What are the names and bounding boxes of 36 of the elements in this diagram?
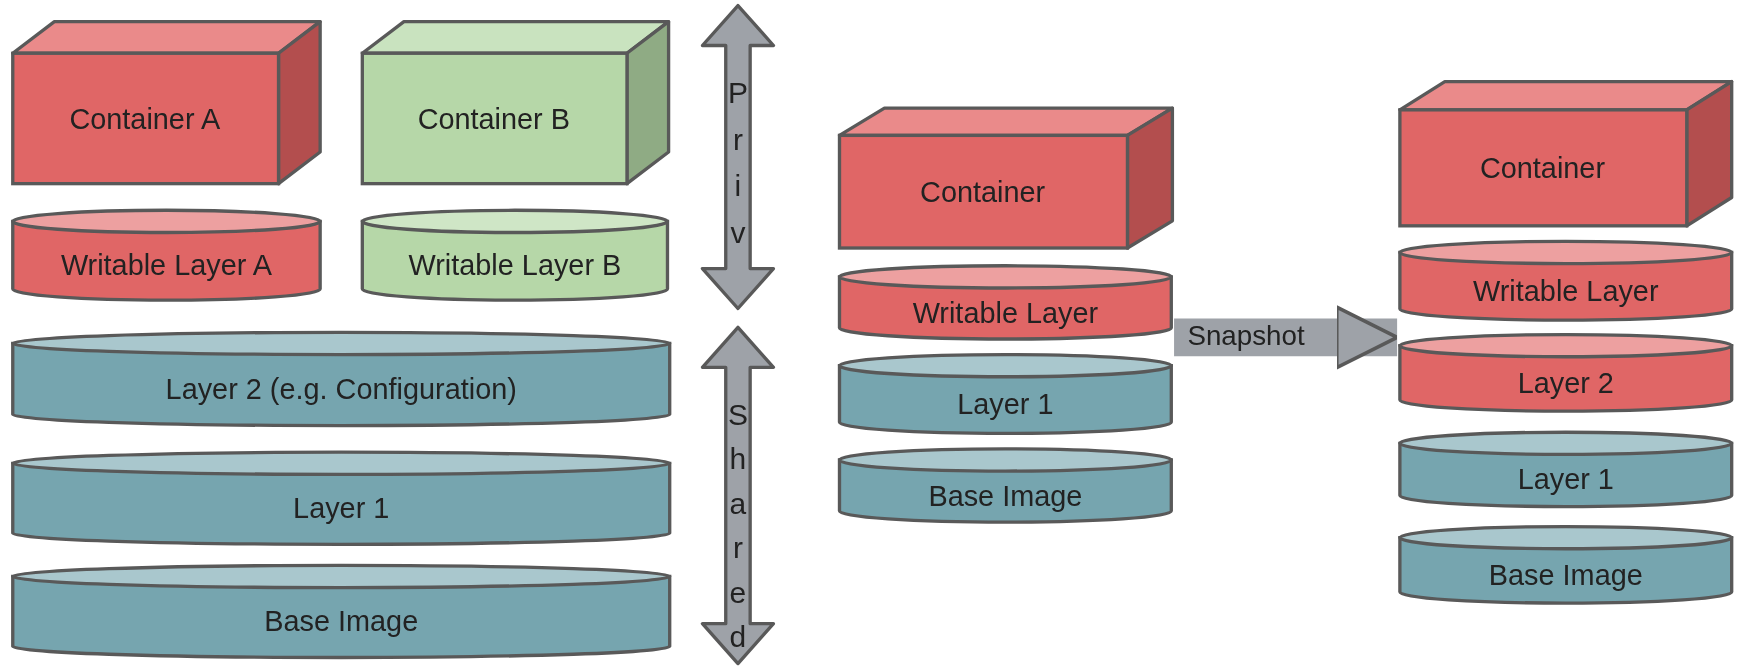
layer-label: Layer 1	[1517, 463, 1614, 498]
container-block	[1398, 79, 1734, 228]
container-block	[837, 106, 1175, 250]
layer-cylinder	[1398, 239, 1734, 322]
edge-label: Snapshot	[1187, 319, 1305, 352]
container-label: Container B	[417, 102, 570, 136]
range-label: Shared	[720, 398, 755, 665]
container-label: Container	[920, 175, 1046, 210]
range-label: Priv	[720, 76, 755, 263]
block-arrow	[1174, 305, 1399, 370]
layer-cylinder	[837, 264, 1173, 341]
layer-cylinder	[1398, 524, 1734, 605]
layer-label: Base Image	[264, 605, 419, 640]
layer-label: Base Image	[1488, 559, 1643, 593]
layer-label: Layer 2 (e.g. Configuration)	[165, 373, 517, 407]
layer-cylinder	[1398, 332, 1734, 413]
layer-cylinder	[837, 447, 1173, 524]
layer-label: Layer 2	[1517, 367, 1614, 401]
layer-label: Layer 1	[293, 492, 390, 526]
layer-cylinder	[11, 563, 672, 660]
layer-cylinder	[837, 352, 1173, 435]
layer-cylinder	[1398, 430, 1734, 509]
container-label: Container A	[69, 102, 221, 136]
layer-label: Writable Layer B	[408, 249, 622, 283]
layer-label: Layer 1	[957, 388, 1054, 422]
container-label: Container	[1479, 152, 1605, 186]
layer-cylinder	[11, 330, 672, 428]
layer-cylinder	[360, 208, 670, 302]
layer-cylinder	[11, 208, 322, 302]
layer-label: Writable Layer	[912, 296, 1099, 331]
layer-label: Writable Layer A	[60, 249, 273, 283]
layer-label: Base Image	[928, 480, 1083, 514]
container-block	[360, 19, 671, 186]
layer-label: Writable Layer	[1473, 275, 1659, 309]
container-block	[11, 19, 322, 186]
layer-cylinder	[11, 450, 672, 546]
